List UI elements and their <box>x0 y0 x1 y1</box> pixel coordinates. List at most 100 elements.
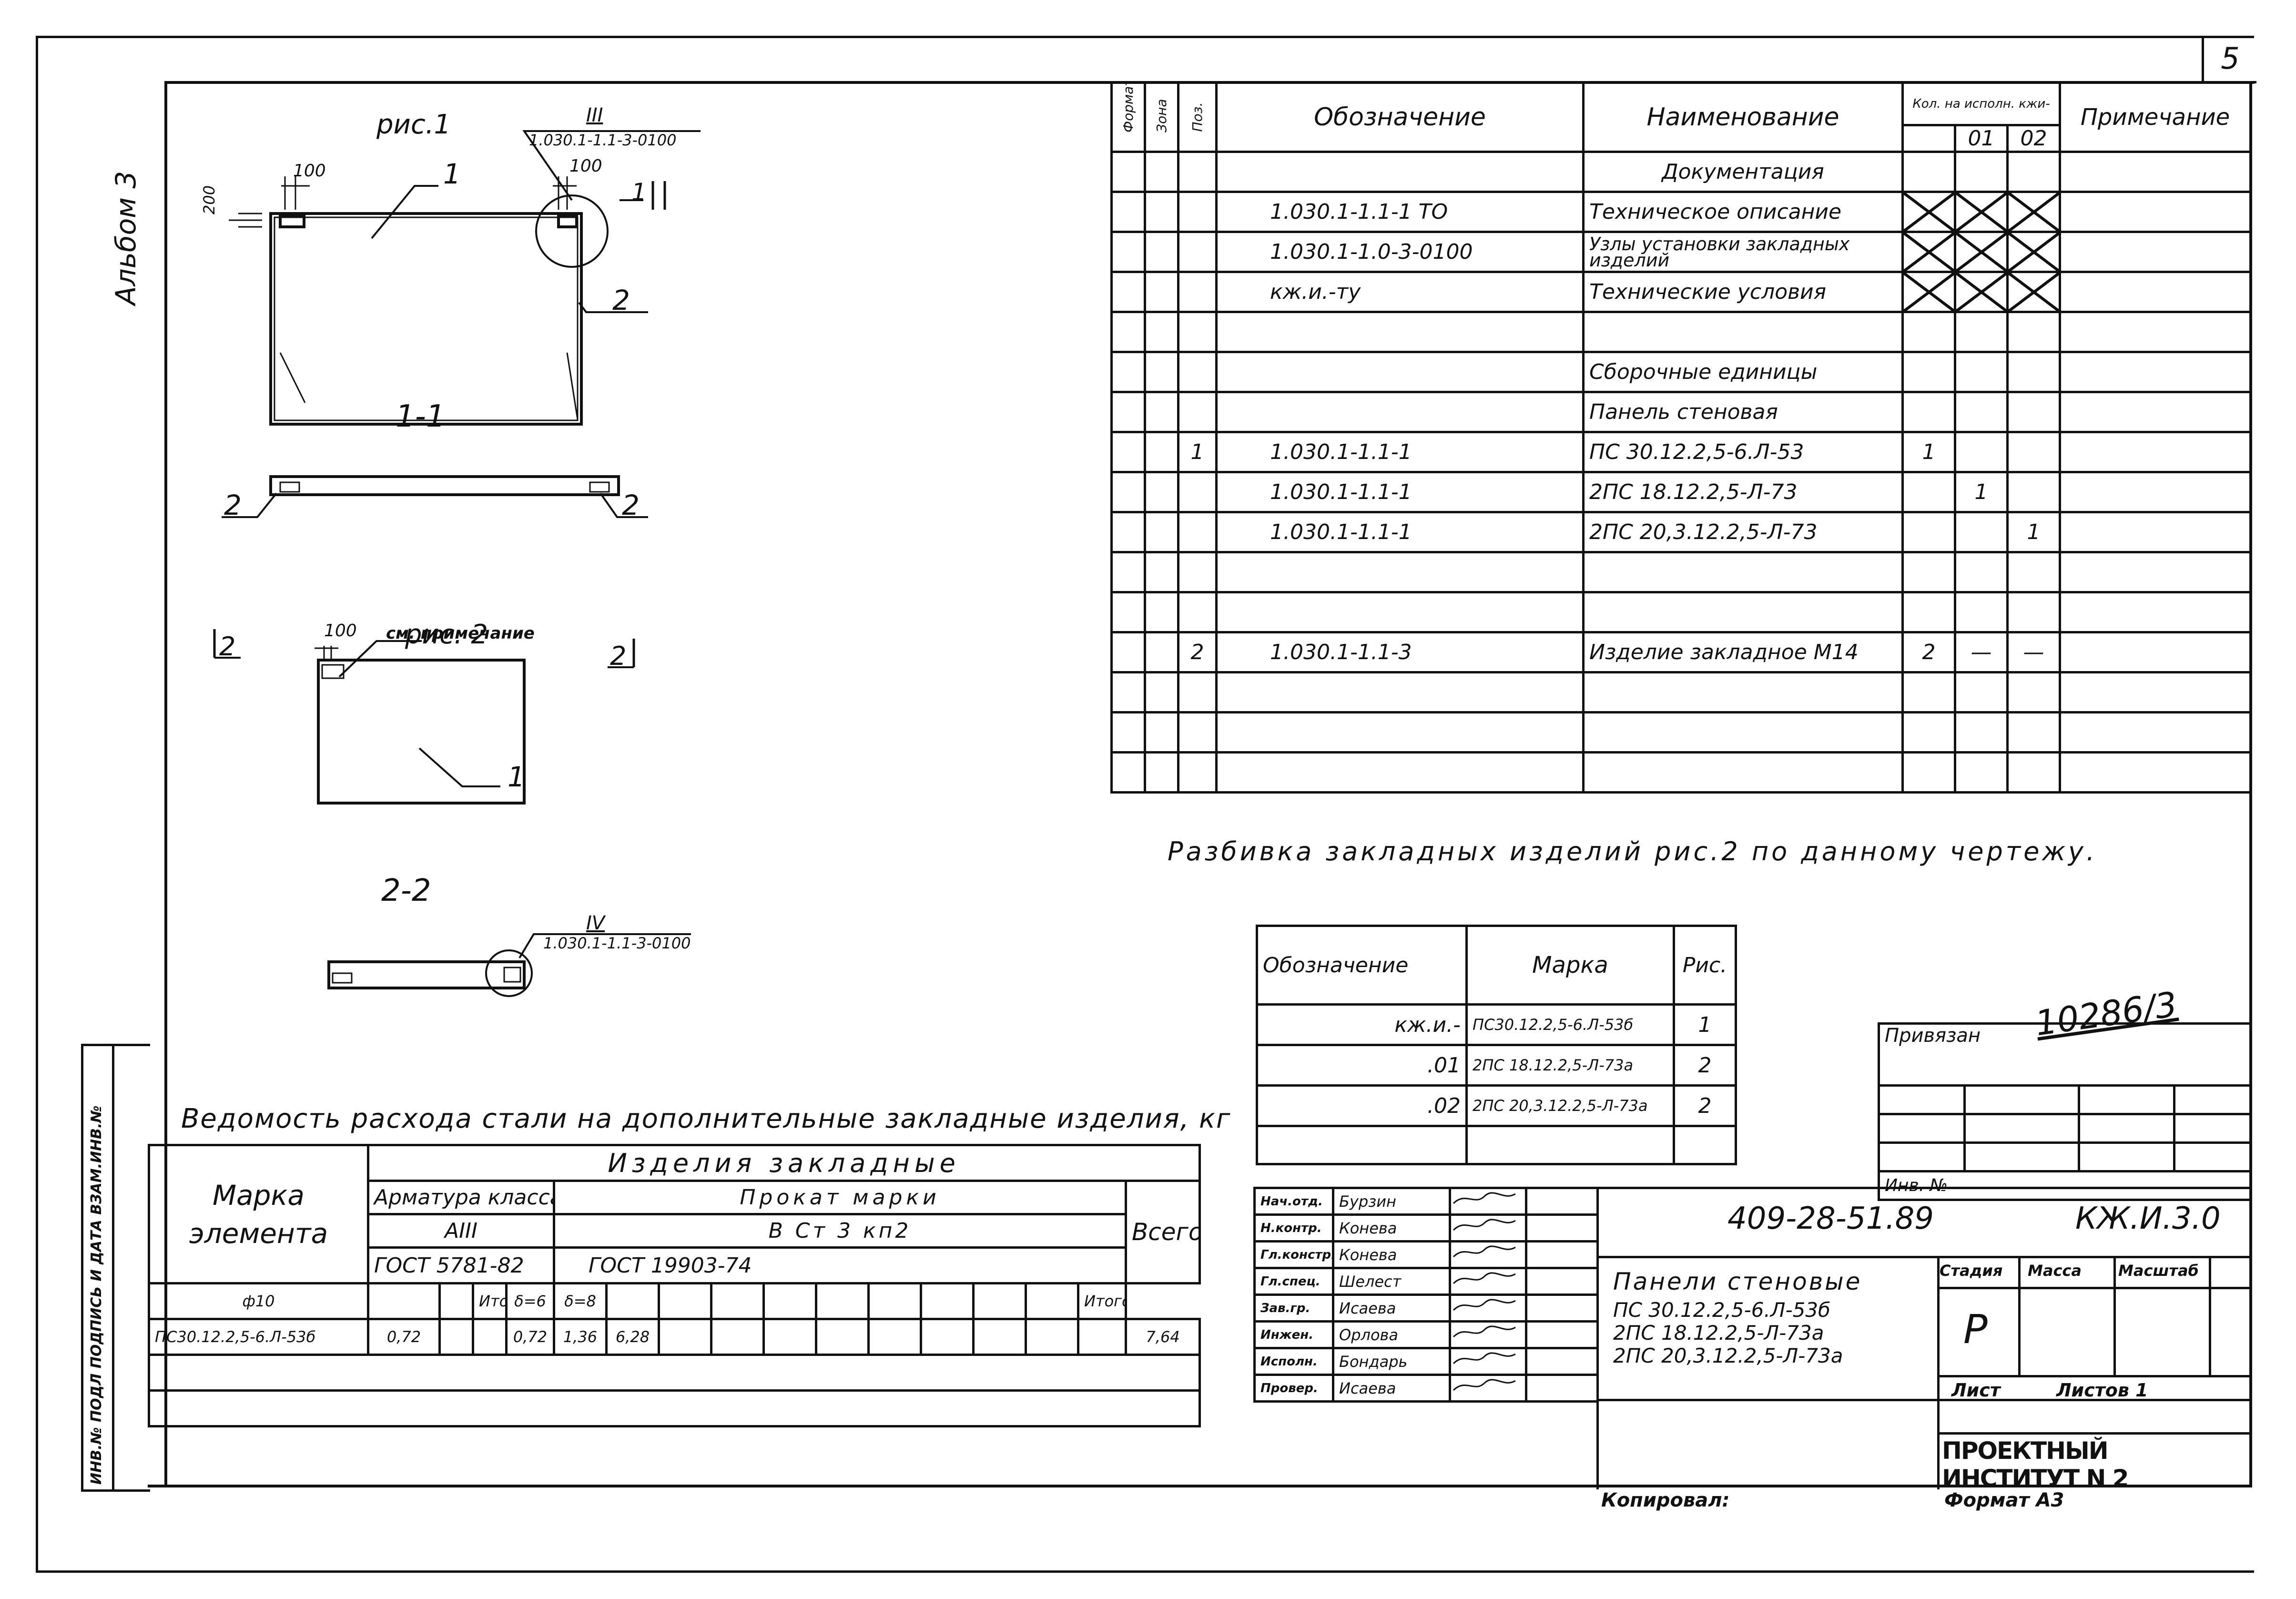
fig1-dim-100-right: 100 <box>569 156 602 176</box>
staff-name: Конева <box>1332 1213 1451 1243</box>
steel-row-value <box>1077 1318 1127 1356</box>
spec-cell-name <box>1582 591 1904 633</box>
spec-cell-format <box>1110 591 1146 633</box>
spec-cell-qty-01: 1 <box>1954 471 2009 513</box>
marks-header-mark: Марка <box>1465 925 1675 1006</box>
spec-cell-qty-01 <box>1954 351 2009 393</box>
spec-cell-qty <box>1901 671 1956 713</box>
spec-row: Сборочные единицы <box>1110 351 2252 393</box>
steel-row-value <box>867 1318 922 1356</box>
marks-cell-designation: кж.и.- <box>1256 1003 1468 1046</box>
fig1-embed-left <box>279 215 305 228</box>
steel-row-value <box>438 1318 474 1356</box>
spec-cell-designation <box>1215 751 1585 794</box>
marks-table: Обозначение Марка Рис. кж.и.-ПС30.12.2,5… <box>1256 925 1737 1165</box>
spec-cell-pos <box>1177 311 1218 353</box>
spec-cell-qty-01 <box>1954 431 2009 473</box>
steel-rolled-label: Прокат марки <box>553 1180 1127 1215</box>
product-line: 2ПС 18.12.2,5-Л-73а <box>1613 1321 1824 1344</box>
spec-cell-pos <box>1177 271 1218 313</box>
steel-rolled-grade: В Ст 3 кп2 <box>553 1213 1127 1249</box>
staff-signature <box>1449 1213 1527 1243</box>
spec-cell-qty: 1 <box>1901 431 1956 473</box>
spec-cell-qty-01 <box>1954 271 2009 313</box>
spec-cell-name: Панель стеновая <box>1582 391 1904 433</box>
spec-cell-designation: 1.030.1-1.1-1 <box>1215 431 1585 473</box>
spec-cell-format <box>1110 711 1146 754</box>
staff-row: Н.контр.Конева <box>1253 1213 1599 1243</box>
fig2-section-mark-left: 2 <box>219 631 235 662</box>
steel-table: Марка элемента Изделия закладные Арматур… <box>147 1144 1201 1427</box>
spec-cell-qty-02 <box>2006 151 2062 193</box>
spec-cell-format <box>1110 471 1146 513</box>
spec-cell-qty <box>1901 351 1956 393</box>
section-1-1-panel <box>269 475 620 496</box>
staff-name: Исаева <box>1332 1374 1451 1403</box>
spec-cell-note <box>2059 591 2252 633</box>
inner-frame-left <box>164 81 167 1487</box>
staff-signature <box>1449 1320 1527 1349</box>
staff-row: Гл.спец.Шелест <box>1253 1267 1599 1296</box>
spec-cell-name: Изделие закладное М14 <box>1582 631 1904 673</box>
steel-row-value <box>815 1318 870 1356</box>
spec-cell-format <box>1110 151 1146 193</box>
spec-cell-zone <box>1144 351 1179 393</box>
spec-header-note: Примечание <box>2059 81 2252 153</box>
steel-row-value <box>1025 1318 1079 1356</box>
spec-cell-designation <box>1215 151 1585 193</box>
spec-cell-note <box>2059 191 2252 233</box>
spec-cell-qty-02 <box>2006 431 2062 473</box>
steel-subheader: ф10 <box>148 1282 369 1320</box>
marks-header-fig: Рис. <box>1673 925 1737 1006</box>
frame-top <box>36 36 2254 38</box>
steel-subheader: δ=8 <box>553 1282 608 1320</box>
spec-cell-qty-01 <box>1954 511 2009 553</box>
staff-name: Шелест <box>1332 1267 1451 1296</box>
spec-header-qty: Кол. на исполн. кжи- <box>1901 81 2062 126</box>
marks-cell-mark: 2ПС 18.12.2,5-Л-73а <box>1465 1044 1675 1087</box>
spec-cell-designation <box>1215 551 1585 593</box>
product-line: ПС 30.12.2,5-6.Л-53б <box>1613 1298 1830 1322</box>
fig1-dim-100-left: 100 <box>293 161 326 181</box>
spec-cell-name <box>1582 671 1904 713</box>
spec-cell-designation: 1.030.1-1.1-1 ТО <box>1215 191 1585 233</box>
spec-row <box>1110 751 2252 794</box>
spec-header-qty-01: 01 <box>1954 124 2009 153</box>
spec-cell-zone <box>1144 671 1179 713</box>
spec-cell-zone <box>1144 551 1179 593</box>
fig1-panel <box>269 212 583 426</box>
spec-cell-format <box>1110 671 1146 713</box>
spec-header-pos: Поз. <box>1177 81 1218 153</box>
spec-cell-designation <box>1215 311 1585 353</box>
spec-cell-note <box>2059 231 2252 273</box>
spec-cell-qty <box>1901 511 1956 553</box>
spec-cell-qty <box>1901 471 1956 513</box>
steel-row-value: 0,72 <box>367 1318 441 1356</box>
spec-cell-qty-01 <box>1954 391 2009 433</box>
spec-row: Документация <box>1110 151 2252 193</box>
spec-row <box>1110 711 2252 754</box>
spec-cell-qty-02 <box>2006 191 2062 233</box>
steel-subheader: Итого <box>1077 1282 1127 1320</box>
steel-subheader <box>438 1282 474 1320</box>
steel-row-value <box>920 1318 975 1356</box>
spec-cell-format <box>1110 271 1146 313</box>
format-label: Формат А3 <box>1944 1489 2064 1511</box>
spec-cell-zone <box>1144 151 1179 193</box>
spec-cell-format <box>1110 631 1146 673</box>
doc-mark: КЖ.И.3.0 <box>2075 1201 2221 1236</box>
spec-cell-format <box>1110 191 1146 233</box>
spec-cell-name <box>1582 311 1904 353</box>
staff-name: Орлова <box>1332 1320 1451 1349</box>
steel-subheader: δ=6 <box>505 1282 555 1320</box>
spec-cell-qty: 2 <box>1901 631 1956 673</box>
steel-row-value: 1,36 <box>553 1318 608 1356</box>
fig2-panel <box>317 659 526 805</box>
spec-cell-note <box>2059 431 2252 473</box>
section-2-2-panel <box>327 960 526 989</box>
staff-name: Исаева <box>1332 1293 1451 1323</box>
spec-cell-qty-02 <box>2006 391 2062 433</box>
inv-label: Инв. № <box>1877 1170 2252 1201</box>
section-1-1-leader-right: 2 <box>622 489 640 521</box>
